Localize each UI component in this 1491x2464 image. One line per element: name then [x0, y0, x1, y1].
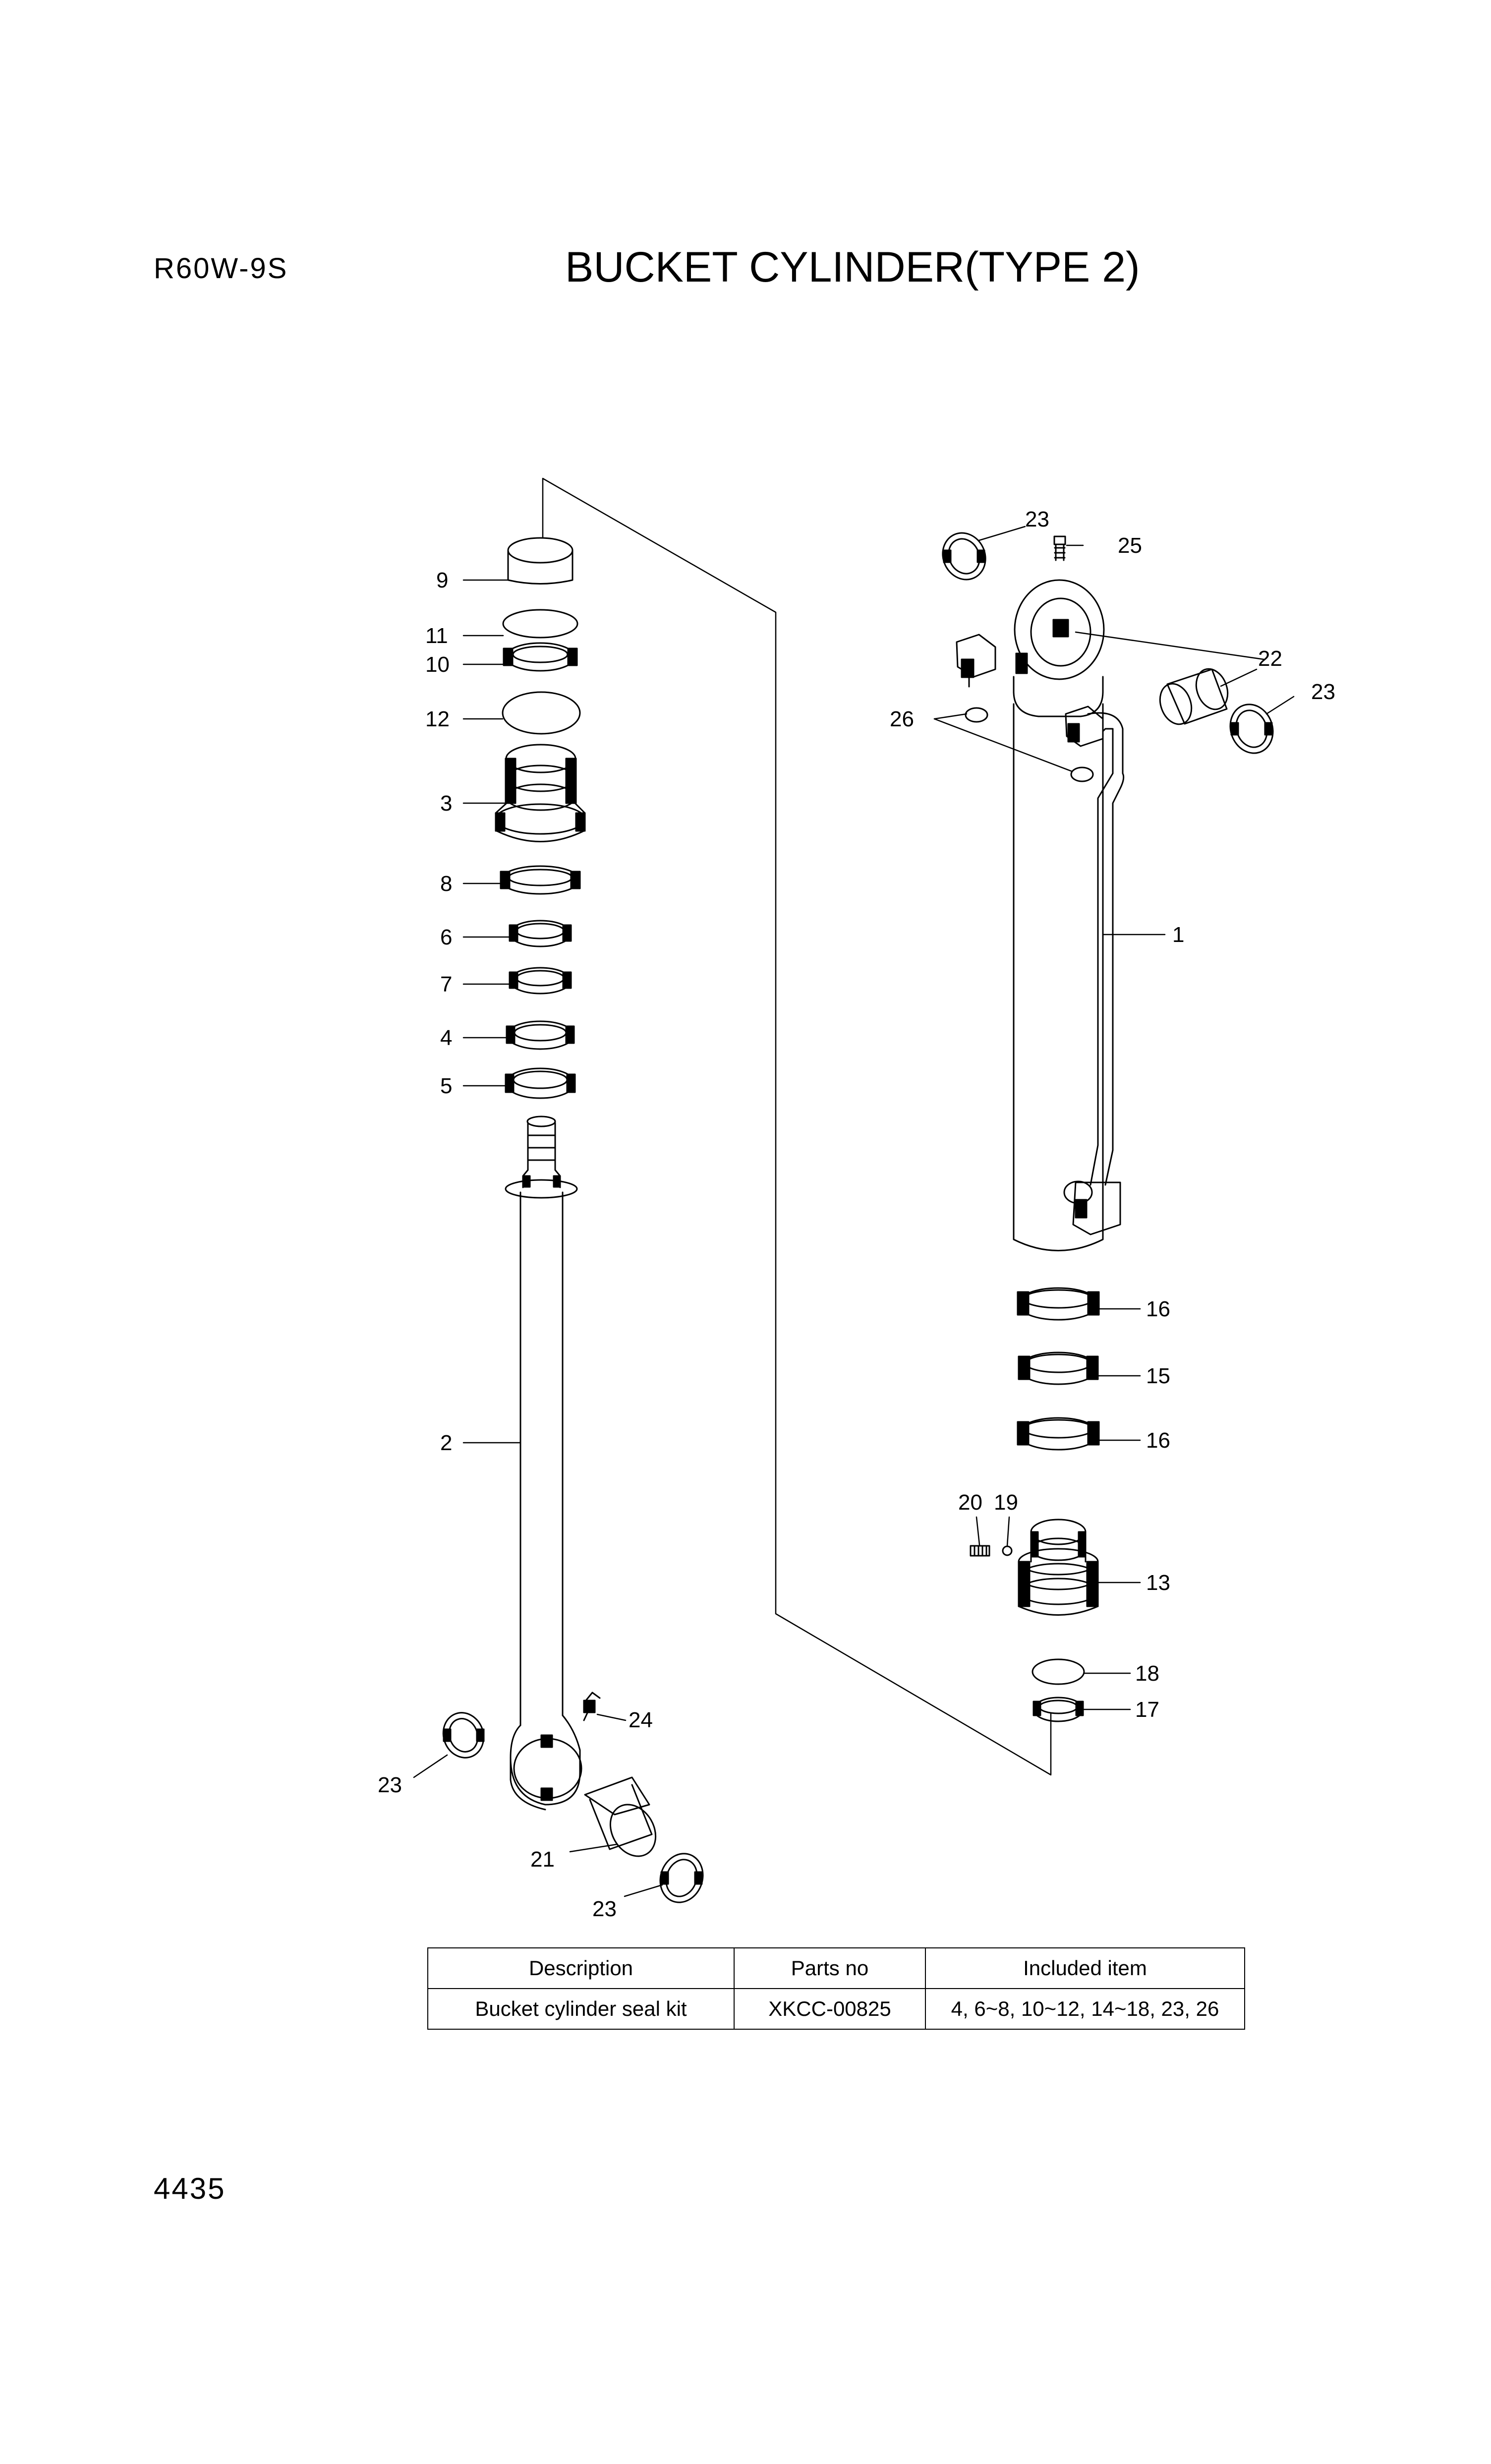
part-23-dust-seal-right-lower [1229, 704, 1274, 754]
part-13-piston [1018, 1519, 1099, 1616]
part-17-backup-ring [1032, 1697, 1084, 1722]
part-16-wear-ring-lower [1017, 1417, 1100, 1451]
callout-23-left-upper: 23 [378, 1773, 402, 1797]
part-24-grease-nipple [583, 1692, 601, 1721]
callout-17: 17 [1135, 1698, 1159, 1722]
callout-8: 8 [440, 872, 452, 896]
part-18-o-ring [1032, 1658, 1085, 1685]
part-9-dust-wiper [507, 537, 573, 585]
callout-16-upper: 16 [1146, 1297, 1170, 1321]
callout-6: 6 [440, 925, 452, 949]
column-header-parts-no: Parts no [734, 1947, 926, 1989]
callout-22: 22 [1258, 646, 1282, 671]
callout-13: 13 [1146, 1571, 1170, 1595]
part-8-seal [500, 865, 581, 895]
model-code: R60W-9S [154, 252, 288, 285]
callout-23-left-lower: 23 [592, 1897, 617, 1921]
part-1-cylinder-tube [1013, 579, 1125, 1251]
part-6-seal [509, 920, 572, 947]
part-26-o-rings [965, 707, 1094, 782]
part-22-bushing [1159, 668, 1229, 725]
callout-23-right-lower: 23 [1311, 680, 1335, 704]
callout-3: 3 [440, 791, 452, 816]
callout-7: 7 [440, 972, 452, 997]
callout-19: 19 [994, 1490, 1018, 1515]
callout-25: 25 [1118, 533, 1142, 558]
part-20-set-screw [970, 1545, 990, 1557]
part-16-wear-ring-upper [1017, 1287, 1100, 1321]
page-number: 4435 [154, 2172, 226, 2205]
seal-kit-table: Description Parts no Included item Bucke… [427, 1947, 1245, 2030]
callout-24: 24 [629, 1708, 653, 1732]
part-15-piston-seal [1018, 1351, 1099, 1385]
callout-4: 4 [440, 1026, 452, 1050]
callout-10: 10 [425, 652, 450, 677]
part-5-seal [505, 1067, 576, 1099]
callout-23-right-upper: 23 [1025, 507, 1049, 531]
column-header-description: Description [427, 1947, 735, 1989]
callout-21: 21 [530, 1847, 555, 1872]
table-header-row: Description Parts no Included item [427, 1947, 1245, 1989]
part-2-piston-rod [505, 1115, 582, 1811]
tube-port-fitting-right [1065, 705, 1104, 747]
leader-lines [413, 526, 1295, 1897]
callout-18: 18 [1135, 1661, 1159, 1686]
callout-20: 20 [958, 1490, 982, 1515]
part-3-rod-cover [495, 744, 586, 842]
callout-labels: 9 11 10 12 3 8 6 7 4 5 2 24 23 21 23 23 … [378, 507, 1335, 1921]
part-19-steel-ball [1002, 1545, 1013, 1556]
callout-2: 2 [440, 1431, 452, 1455]
part-23-dust-seal-left-upper [442, 1712, 485, 1759]
part-21-bushing [584, 1776, 657, 1857]
callout-5: 5 [440, 1074, 452, 1098]
callout-16-lower: 16 [1146, 1428, 1170, 1453]
part-12-o-ring [502, 691, 581, 735]
callout-26: 26 [890, 707, 914, 731]
callout-12: 12 [425, 707, 450, 731]
part-23-dust-seal-left-lower [659, 1853, 704, 1903]
assembly-guide-line [542, 477, 1052, 1776]
column-header-included-item: Included item [925, 1947, 1245, 1989]
page-title: BUCKET CYLINDER(TYPE 2) [565, 243, 1140, 291]
part-7-seal [509, 967, 572, 995]
kit-parts-no: XKCC-00825 [734, 1988, 926, 2030]
kit-included-items: 4, 6~8, 10~12, 14~18, 23, 26 [925, 1988, 1245, 2030]
callout-1: 1 [1172, 923, 1184, 947]
table-row: Bucket cylinder seal kit XKCC-00825 4, 6… [427, 1988, 1245, 2030]
part-25-grease-nipple [1053, 535, 1066, 561]
callout-9: 9 [436, 568, 448, 592]
callout-15: 15 [1146, 1364, 1170, 1388]
callout-11: 11 [425, 624, 448, 648]
tube-port-fitting-left [956, 634, 996, 688]
part-23-dust-seal-right-upper [942, 532, 986, 581]
part-11-o-ring [502, 609, 578, 639]
part-10-backup-ring [503, 642, 578, 672]
part-4-seal [506, 1020, 575, 1050]
kit-description: Bucket cylinder seal kit [427, 1988, 735, 2030]
